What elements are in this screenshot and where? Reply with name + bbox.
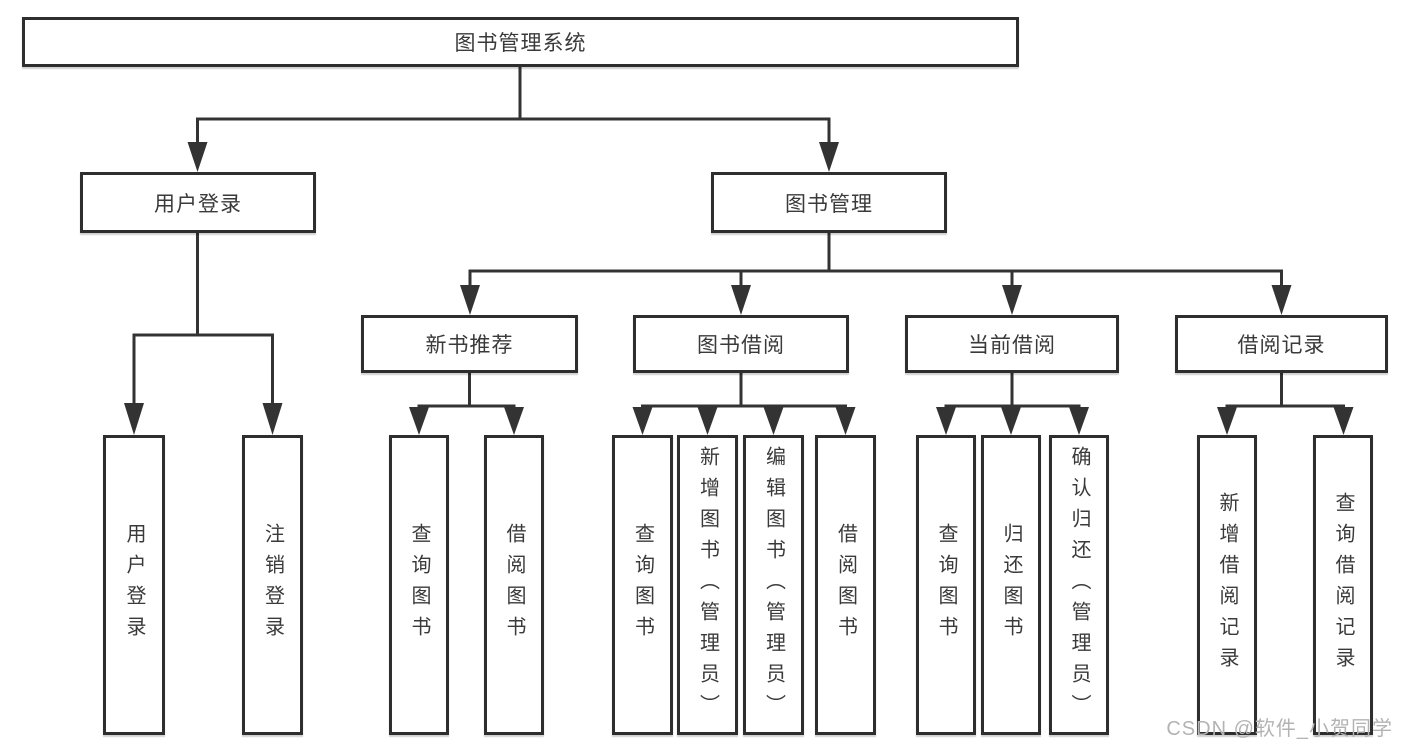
leaf-query-books-current: 查询图书 [916, 435, 976, 735]
leaf-label: 查询图书 [935, 523, 957, 647]
leaf-return-books: 归还图书 [981, 435, 1041, 735]
leaf-query-books-recommend: 查询图书 [389, 435, 449, 735]
node-user-login: 用户登录 [80, 172, 316, 233]
leaf-edit-books-admin: 编辑图书（管理员） [743, 435, 804, 735]
leaf-query-borrow-record: 查询借阅记录 [1313, 435, 1373, 735]
leaf-label: 新增借阅记录 [1216, 492, 1238, 678]
leaf-label: 归还图书 [1000, 523, 1022, 647]
leaf-label: 新增图书（管理员） [696, 445, 719, 725]
node-new-book-recommendation: 新书推荐 [361, 315, 578, 373]
node-current-borrowing: 当前借阅 [905, 315, 1119, 373]
leaf-label: 确认归还（管理员） [1068, 445, 1090, 725]
node-book-management: 图书管理 [711, 172, 947, 233]
leaf-label: 编辑图书（管理员） [762, 445, 785, 725]
leaf-logout: 注销登录 [242, 435, 303, 735]
leaf-borrow-books-recommend: 借阅图书 [484, 435, 544, 735]
leaf-label: 查询图书 [408, 523, 430, 647]
leaf-borrow-books: 借阅图书 [815, 435, 876, 735]
node-book-borrowing: 图书借阅 [633, 315, 849, 373]
leaf-label: 注销登录 [261, 523, 284, 647]
leaf-query-books-borrowing: 查询图书 [612, 435, 673, 735]
leaf-label: 查询借阅记录 [1332, 492, 1354, 678]
leaf-label: 借阅图书 [834, 523, 857, 647]
node-borrowing-records: 借阅记录 [1175, 315, 1388, 373]
leaf-label: 查询图书 [631, 523, 654, 647]
leaf-add-borrow-record: 新增借阅记录 [1197, 435, 1257, 735]
leaf-confirm-return-admin: 确认归还（管理员） [1049, 435, 1109, 735]
leaf-label: 借阅图书 [503, 523, 525, 647]
leaf-label: 用户登录 [123, 523, 145, 647]
leaf-add-books-admin: 新增图书（管理员） [677, 435, 738, 735]
leaf-user-login: 用户登录 [103, 435, 165, 735]
node-library-management-system: 图书管理系统 [22, 17, 1019, 67]
csdn-watermark: CSDN @软件_小贺同学 [1166, 718, 1393, 740]
